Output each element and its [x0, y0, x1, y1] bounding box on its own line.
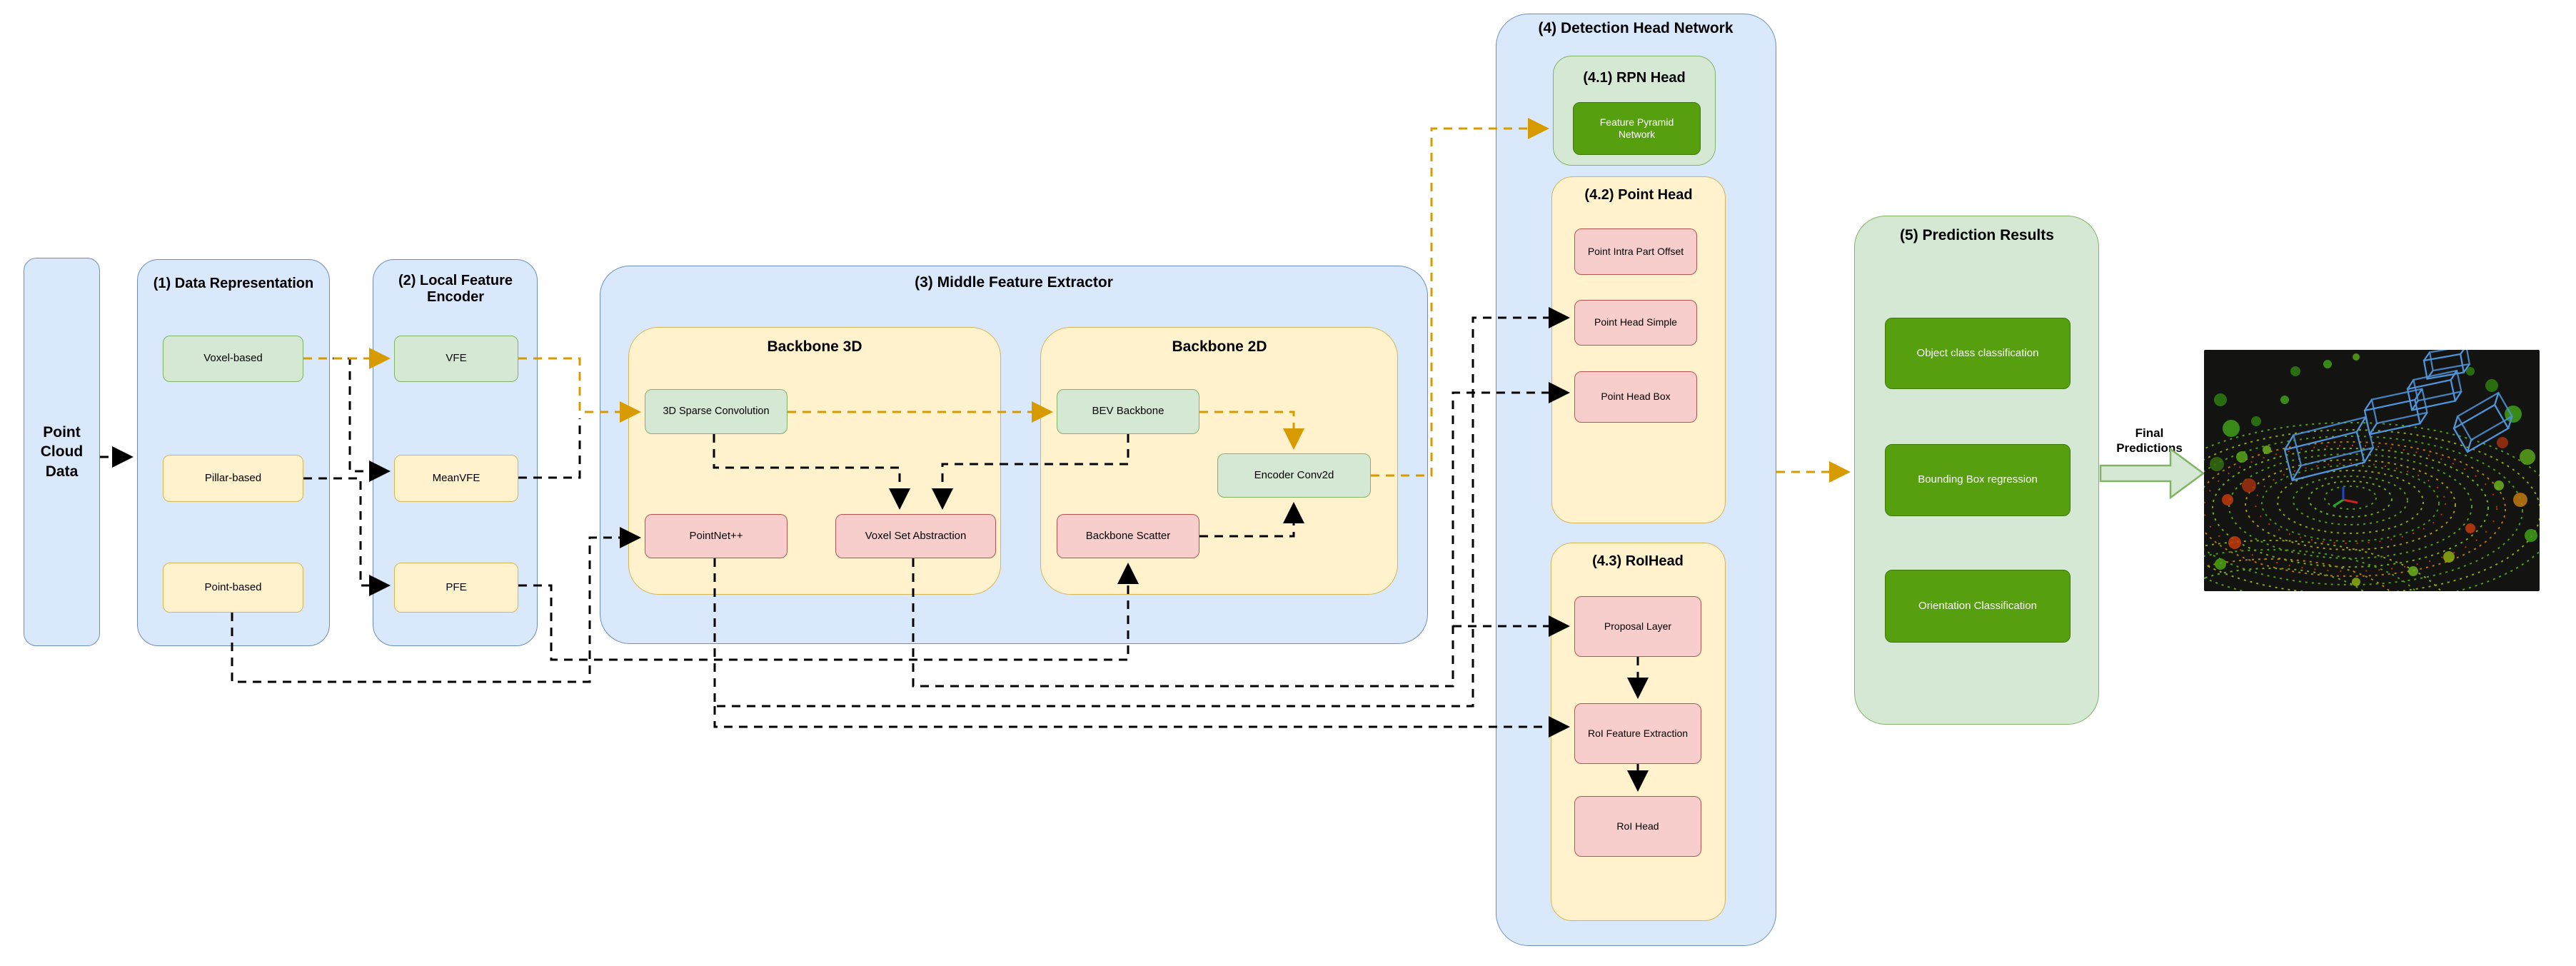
node-pfe: PFE — [394, 563, 518, 613]
node-point-intra-part-offset: Point Intra Part Offset — [1574, 228, 1697, 275]
final-label-line: Final — [2135, 426, 2164, 440]
group-backbone-3d-title: Backbone 3D — [767, 338, 862, 355]
section-middle-feature-extractor-title: (3) Middle Feature Extractor — [915, 274, 1113, 291]
fpn-label-line: Network — [1618, 129, 1656, 140]
edge-pointnet-to-roi-feature-extraction — [713, 706, 1570, 738]
node-encoder-conv2d: Encoder Conv2d — [1217, 453, 1371, 498]
node-proposal-layer: Proposal Layer — [1574, 596, 1701, 657]
node-point-head-box: Point Head Box — [1574, 371, 1697, 423]
input-label-line: Point — [43, 424, 81, 441]
node-bounding-box-regression: Bounding Box regression — [1885, 444, 2071, 516]
section-prediction-results-title: (5) Prediction Results — [1900, 227, 2054, 243]
section-detection-head-network-title: (4) Detection Head Network — [1538, 20, 1734, 36]
node-backbone-scatter: Backbone Scatter — [1057, 514, 1199, 558]
group-backbone-2d-title: Backbone 2D — [1172, 338, 1267, 355]
title-line: (2) Local Feature — [398, 273, 513, 288]
node-vfe: VFE — [394, 336, 518, 382]
fpn-label-line: Feature Pyramid — [1599, 116, 1674, 128]
section-local-feature-encoder-title: (2) Local Feature Encoder — [398, 273, 513, 306]
final-predictions-block-arrow — [2099, 447, 2205, 500]
node-voxel-set-abstraction: Voxel Set Abstraction — [835, 514, 996, 558]
node-voxel-based: Voxel-based — [163, 336, 303, 382]
group-rpn-head-title: (4.1) RPN Head — [1583, 70, 1686, 86]
final-predictions-label: Final Predictions — [2105, 426, 2194, 456]
final-predictions-image — [2204, 350, 2540, 591]
node-pillar-based: Pillar-based — [163, 455, 303, 502]
node-roi-feature-extraction: RoI Feature Extraction — [1574, 703, 1701, 764]
detection-bounding-boxes — [2283, 350, 2513, 482]
group-roi-head-title: (4.3) RoIHead — [1592, 553, 1684, 569]
ego-axis-marker — [2333, 487, 2358, 508]
node-orientation-classification: Orientation Classification — [1885, 570, 2071, 643]
node-point-head-simple: Point Head Simple — [1574, 300, 1697, 346]
node-bev-backbone: BEV Backbone — [1057, 389, 1199, 434]
node-roi-head: RoI Head — [1574, 796, 1701, 857]
node-point-based: Point-based — [163, 563, 303, 613]
node-object-class-classification: Object class classification — [1885, 318, 2071, 389]
group-point-head-title: (4.2) Point Head — [1584, 187, 1693, 203]
node-feature-pyramid-network: Feature Pyramid Network — [1573, 102, 1701, 155]
section-data-representation-title: (1) Data Representation — [153, 276, 314, 291]
point-cloud-data-box: Point Cloud Data — [24, 258, 100, 646]
input-label-line: Data — [45, 463, 79, 480]
node-pointnet: PointNet++ — [645, 514, 788, 558]
node-3d-sparse-convolution: 3D Sparse Convolution — [645, 389, 788, 434]
final-label-line: Predictions — [2116, 441, 2183, 456]
title-line: Encoder — [426, 289, 485, 305]
node-meanvfe: MeanVFE — [394, 455, 518, 502]
input-label-line: Cloud — [40, 443, 84, 461]
